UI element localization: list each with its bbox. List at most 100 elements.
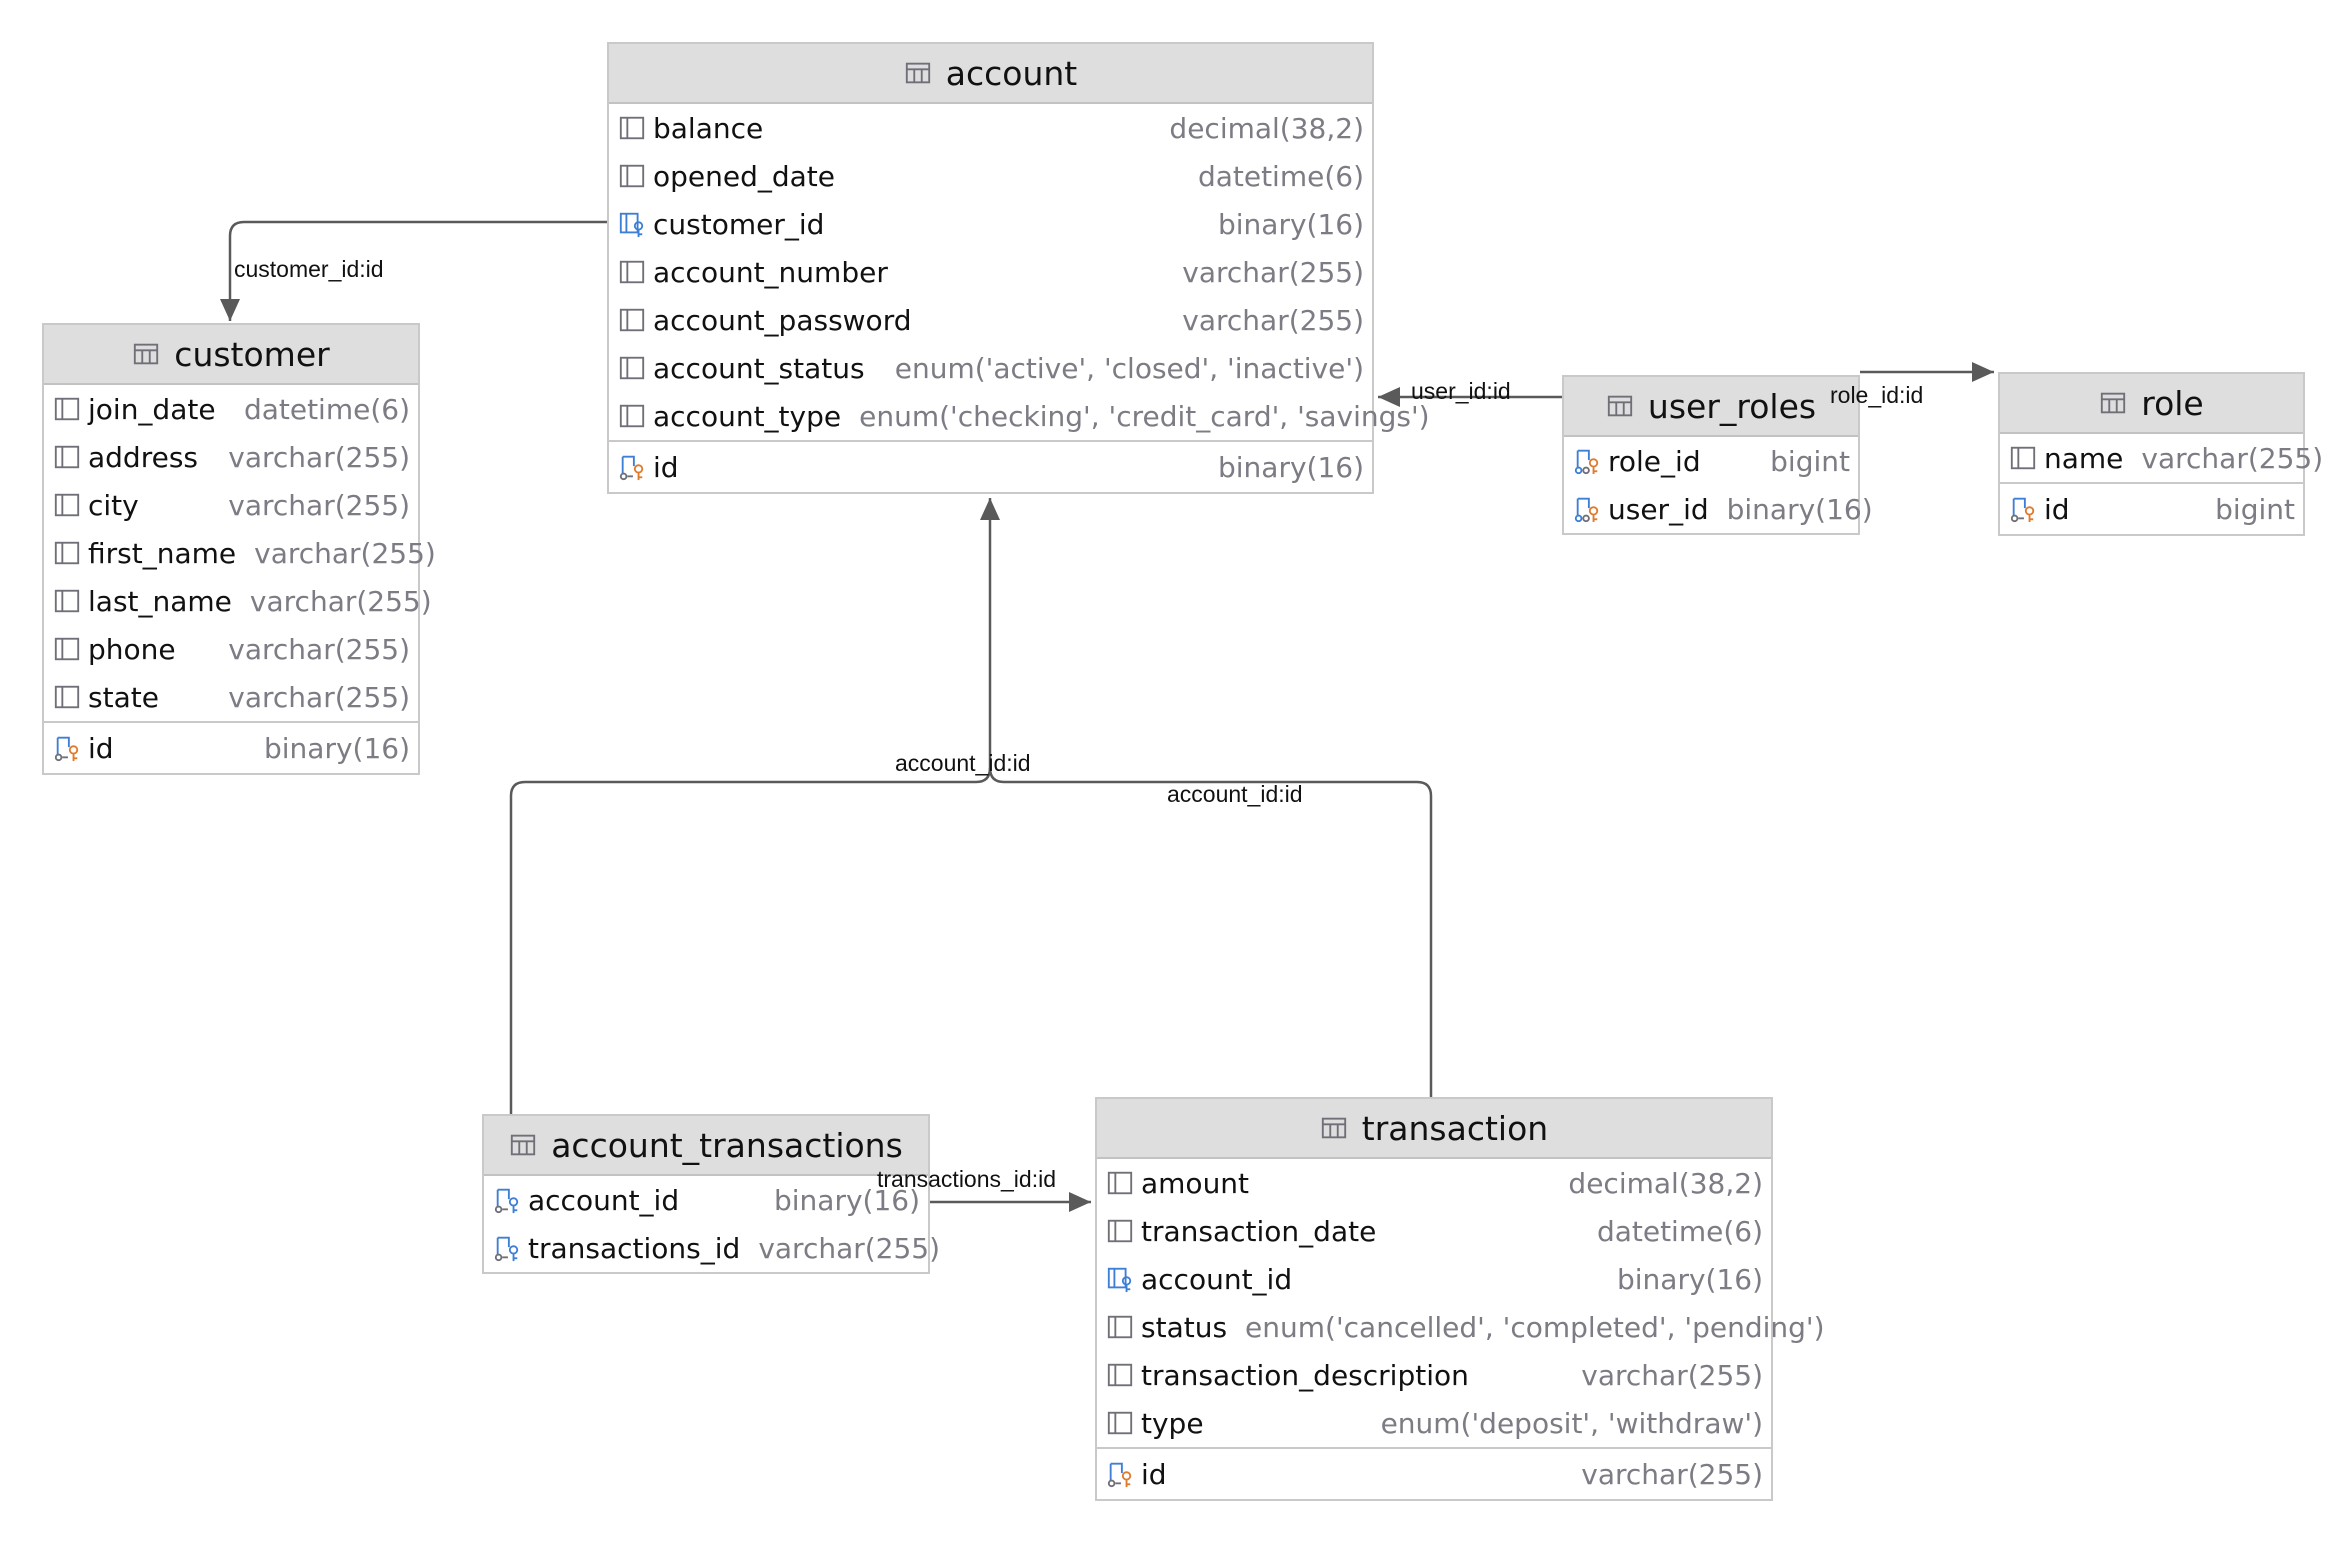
table-title: role — [2141, 383, 2204, 423]
foreign-key-column-icon — [1105, 1264, 1135, 1294]
table-header[interactable]: transaction — [1097, 1099, 1771, 1159]
column-icon — [1105, 1216, 1135, 1246]
primary-key-icon — [617, 452, 647, 482]
column-name: name — [2044, 441, 2124, 475]
relation-line-transaction-account[interactable] — [988, 767, 1433, 1097]
table-title: customer — [174, 334, 330, 374]
column-name: account_type — [653, 399, 842, 433]
table-header[interactable]: role — [2000, 374, 2303, 434]
column-icon — [52, 682, 82, 712]
column-name: phone — [88, 632, 176, 666]
column-type: varchar(255) — [1182, 303, 1364, 337]
foreign-key-icon — [492, 1233, 522, 1263]
table-header[interactable]: user_roles — [1564, 377, 1858, 437]
column-icon — [617, 161, 647, 191]
foreign-key-icon — [492, 1185, 522, 1215]
table-title: transaction — [1361, 1108, 1549, 1148]
column-row[interactable]: balance decimal(38,2) — [609, 104, 1372, 152]
column-row[interactable]: user_id binary(16) — [1564, 485, 1873, 533]
relation-line-account-customer[interactable] — [228, 220, 607, 321]
column-type: varchar(255) — [228, 440, 410, 474]
column-type: varchar(255) — [1581, 1457, 1763, 1491]
column-row[interactable]: account_status enum('active', 'closed', '… — [609, 344, 1372, 392]
column-type: enum('deposit', 'withdraw') — [1380, 1406, 1763, 1440]
relation-arrowhead — [980, 498, 1000, 520]
column-type: binary(16) — [773, 1183, 920, 1217]
table-title: account — [945, 53, 1078, 93]
column-type: decimal(38,2) — [1169, 111, 1364, 145]
column-type: enum('cancelled', 'completed', 'pending'… — [1245, 1310, 1825, 1344]
column-name: id — [2044, 492, 2070, 526]
column-name: role_id — [1608, 444, 1701, 478]
column-name: status — [1141, 1310, 1228, 1344]
primary-key-row[interactable]: id varchar(255) — [1097, 1447, 1771, 1499]
column-row[interactable]: account_number varchar(255) — [609, 248, 1372, 296]
column-type: varchar(255) — [2141, 441, 2324, 475]
column-name: account_id — [528, 1183, 680, 1217]
column-name: type — [1141, 1406, 1204, 1440]
column-name: account_id — [1141, 1262, 1293, 1296]
table-header[interactable]: customer — [44, 325, 418, 385]
column-type: enum('active', 'closed', 'inactive') — [894, 351, 1364, 385]
column-type: binary(16) — [1726, 492, 1873, 526]
column-type: decimal(38,2) — [1568, 1166, 1763, 1200]
table-icon — [904, 59, 932, 87]
relation-line-accttrans-account[interactable] — [509, 498, 992, 1114]
table-account-transactions[interactable]: account_transactions account_id binary(16)… — [482, 1114, 940, 1274]
table-icon — [1606, 392, 1634, 420]
table-user-roles[interactable]: user_roles role_id bigint user_id binary(16) — [1562, 375, 1873, 535]
column-row[interactable]: role_id bigint — [1564, 437, 1858, 485]
relation-arrowhead — [1972, 362, 1994, 382]
column-name: state — [88, 680, 159, 714]
relation-arrowhead — [1069, 1192, 1091, 1212]
column-row[interactable]: account_id binary(16) — [484, 1176, 928, 1224]
column-name: account_status — [653, 351, 865, 385]
column-row[interactable]: state varchar(255) — [44, 673, 418, 721]
relation-label: account_id:id — [1167, 781, 1303, 807]
relation-label: customer_id:id — [234, 256, 384, 282]
column-type: bigint — [1770, 444, 1850, 478]
relation-label: transactions_id:id — [877, 1166, 1056, 1192]
column-icon — [617, 257, 647, 287]
table-icon — [1320, 1114, 1348, 1142]
column-row[interactable]: type enum('deposit', 'withdraw') — [1097, 1399, 1771, 1447]
column-name: user_id — [1608, 492, 1709, 526]
column-name: account_number — [653, 255, 888, 289]
column-type: varchar(255) — [228, 680, 410, 714]
table-header[interactable]: account — [609, 44, 1372, 104]
column-name: balance — [653, 111, 764, 145]
column-icon — [1105, 1360, 1135, 1390]
relation-label: account_id:id — [895, 750, 1031, 776]
column-name: id — [1141, 1457, 1167, 1491]
column-row[interactable]: name varchar(255) — [2000, 434, 2323, 482]
primary-key-icon — [2008, 494, 2038, 524]
table-header[interactable]: account_transactions — [484, 1116, 928, 1176]
column-name: id — [88, 731, 114, 765]
column-type: varchar(255) — [1182, 255, 1364, 289]
column-name: last_name — [88, 584, 232, 618]
column-row[interactable]: status enum('cancelled', 'completed', 'pe… — [1097, 1303, 1825, 1351]
